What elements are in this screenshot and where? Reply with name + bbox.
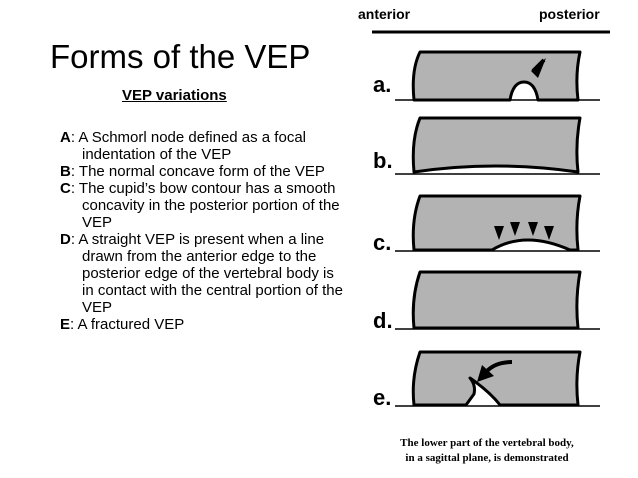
arrowhead-icon	[494, 226, 504, 240]
definition-letter: E	[60, 316, 71, 333]
vertebral-body-shape	[411, 350, 582, 407]
definition-item-d: D: A straight VEP is present when a line…	[60, 231, 345, 316]
anterior-label: anterior	[358, 6, 411, 22]
definition-letter: C	[60, 180, 71, 197]
caption-line-1: The lower part of the vertebral body,	[400, 437, 574, 449]
slide-title: Forms of the VEP	[50, 38, 311, 75]
arrowhead-icon	[528, 222, 538, 236]
arrow-icon	[477, 365, 494, 382]
definition-text: : The normal concave form of the VEP	[70, 163, 325, 180]
definition-item-a: A: A Schmorl node defined as a focal ind…	[60, 129, 345, 163]
panel-e-vertebra	[395, 350, 600, 407]
definition-text: : A straight VEP is present when a line …	[70, 231, 343, 316]
panel-label-e: e.	[373, 385, 392, 410]
panel-label-d: d.	[373, 308, 393, 333]
arrowhead-icon	[510, 222, 520, 236]
panel-a-vertebra	[395, 50, 600, 102]
panel-label-b: b.	[373, 148, 393, 173]
caption-line-2: in a sagittal plane, is demonstrated	[405, 452, 569, 464]
slide-subtitle: VEP variations	[122, 87, 227, 104]
arrow-shaft	[531, 58, 546, 73]
posterior-label: posterior	[539, 6, 600, 22]
definition-item-e: E: A fractured VEP	[60, 316, 345, 333]
vertebral-body-shape	[411, 194, 582, 252]
panel-label-a: a.	[373, 72, 392, 97]
panel-c-vertebra	[395, 194, 600, 252]
definition-letter: A	[60, 129, 71, 146]
arrowhead-icon	[544, 226, 554, 240]
panel-label-c: c.	[373, 230, 392, 255]
definition-letter: B	[60, 163, 71, 180]
definition-item-b: B: The normal concave form of the VEP	[60, 163, 345, 180]
definition-text: : The cupid’s bow contour has a smooth c…	[70, 180, 340, 231]
diagram-caption: The lower part of the vertebral body, in…	[372, 436, 602, 466]
definition-letter: D	[60, 231, 71, 248]
panel-b-vertebra	[395, 116, 600, 175]
vertebral-body-shape	[411, 270, 582, 330]
panel-d-vertebra	[395, 270, 600, 330]
vertebral-body-shape	[411, 50, 582, 102]
definition-text: : A Schmorl node defined as a focal inde…	[70, 129, 306, 163]
definition-list: A: A Schmorl node defined as a focal ind…	[60, 129, 345, 333]
definition-item-c: C: The cupid’s bow contour has a smooth …	[60, 180, 345, 231]
vertebral-body-shape	[411, 116, 582, 174]
definition-text: : A fractured VEP	[70, 316, 185, 333]
